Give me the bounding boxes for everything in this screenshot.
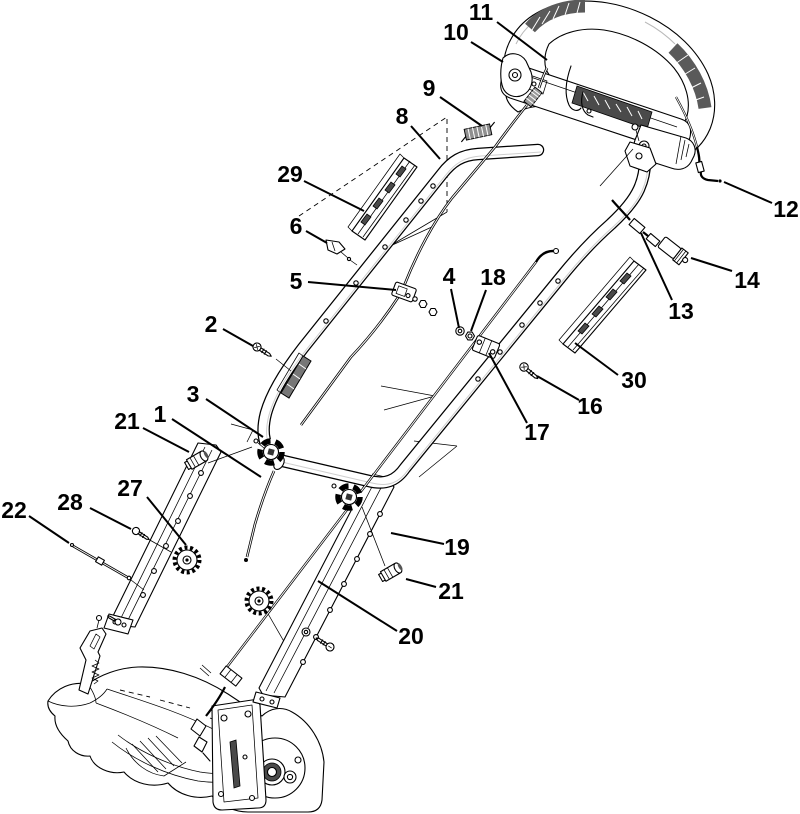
leader-21b (405, 578, 437, 588)
callout-leaders (28, 21, 773, 632)
leader-20 (317, 580, 398, 632)
gear-27b (244, 586, 274, 616)
callout-30: 30 (621, 367, 647, 393)
handle-loop (500, 0, 716, 187)
gear-27a (172, 545, 202, 575)
leader-30 (574, 342, 619, 376)
grip-rail-30 (558, 256, 647, 354)
callout-14: 14 (734, 267, 760, 293)
callout-2: 2 (205, 311, 218, 337)
leader-9 (439, 96, 483, 127)
leader-3 (205, 398, 264, 438)
callout-28: 28 (57, 489, 83, 515)
callout-11: 11 (469, 0, 494, 25)
callout-6: 6 (290, 213, 303, 239)
callout-9: 9 (423, 75, 436, 101)
leader-14 (690, 257, 733, 272)
leader-21a (142, 427, 190, 453)
callout-5: 5 (290, 268, 303, 294)
leader-1 (171, 418, 262, 478)
leader-22 (28, 515, 70, 544)
callout-16: 16 (577, 393, 603, 419)
hardware (69, 121, 539, 652)
leader-18 (470, 289, 487, 332)
leader-13 (640, 232, 673, 301)
callout-18: 18 (480, 264, 506, 290)
callout-13: 13 (668, 298, 694, 324)
leader-29 (303, 180, 365, 212)
callout-8: 8 (396, 103, 409, 129)
tiller-body (47, 614, 325, 813)
callout-4: 4 (443, 263, 456, 289)
bolt-28 (131, 526, 150, 540)
screw-20-area (315, 637, 335, 652)
cables (190, 67, 722, 762)
spring-9 (461, 121, 495, 143)
callout-29: 29 (277, 161, 303, 187)
screw-16 (519, 362, 539, 380)
callout-10: 10 (443, 19, 469, 45)
cable-fitting-14 (657, 236, 689, 266)
bolt-21a (184, 450, 209, 471)
leader-11 (496, 21, 548, 61)
knob-3 (257, 438, 285, 466)
callout-17: 17 (524, 419, 550, 445)
callout-21a: 21 (114, 408, 140, 434)
leader-5 (307, 281, 397, 291)
leader-16 (536, 375, 580, 401)
upper-handle-tube (257, 143, 652, 489)
grip-rail-29 (347, 153, 418, 241)
callout-3: 3 (187, 381, 200, 407)
leader-6 (305, 230, 328, 244)
clamp-5 (391, 281, 417, 303)
leader-12 (723, 181, 773, 204)
leader-4 (450, 288, 460, 329)
knob-3b (335, 483, 363, 511)
lower-right-rail (252, 473, 395, 709)
leader-10 (470, 41, 504, 63)
callout-22: 22 (1, 497, 27, 523)
leader-2 (222, 328, 254, 347)
callout-27: 27 (117, 475, 143, 501)
leader-19 (390, 532, 445, 545)
bolt-21b (378, 562, 403, 583)
callout-19: 19 (444, 534, 470, 560)
screw-2 (252, 342, 272, 357)
callout-12: 12 (773, 196, 799, 222)
tube-grip-boss (275, 352, 312, 399)
callout-1: 1 (154, 401, 167, 427)
leader-27 (146, 496, 187, 546)
callout-20: 20 (398, 623, 424, 649)
callout-21b: 21 (438, 578, 464, 604)
leader-8 (410, 125, 441, 160)
leader-17 (488, 352, 528, 424)
clamp-17 (471, 335, 501, 359)
leader-28 (89, 507, 132, 530)
